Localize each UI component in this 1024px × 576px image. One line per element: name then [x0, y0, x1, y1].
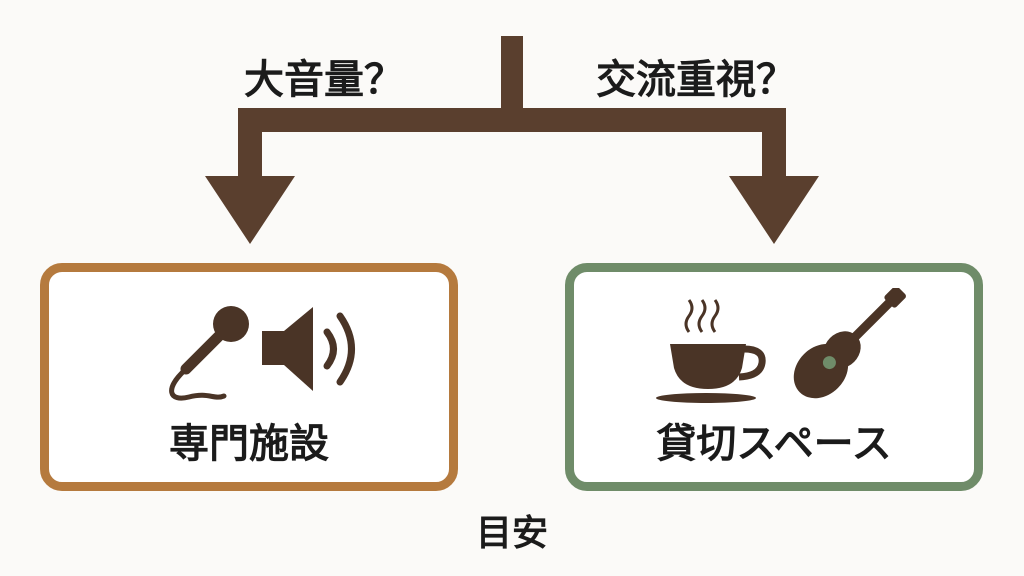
option-icons-right-svg: [656, 286, 906, 403]
option-icons-left: [49, 288, 449, 408]
question-loud-volume: 大音量？: [244, 57, 404, 103]
arrow-right-shaft: [762, 108, 786, 186]
arrow-right-head: [729, 176, 819, 244]
arrow-stem: [501, 36, 523, 118]
option-icons-right: [574, 286, 974, 408]
question-social-interaction: 交流重視？: [596, 57, 796, 103]
option-box-dedicated-facility: 専門施設: [40, 263, 458, 491]
arrow-crossbar: [238, 108, 786, 132]
guitar-icon: [793, 286, 906, 399]
arrow-left-shaft: [238, 108, 262, 186]
speaker-icon: [262, 307, 355, 391]
coffee-cup-icon: [656, 299, 766, 403]
arrow-left-head: [205, 176, 295, 244]
option-title-private-space: 貸切スペース: [656, 421, 892, 467]
option-box-private-space: 貸切スペース: [565, 263, 983, 491]
microphone-icon: [169, 306, 249, 401]
option-icons-left-svg: [169, 306, 355, 401]
option-title-dedicated-facility: 専門施設: [169, 421, 329, 467]
footer-guideline-label: 目安: [475, 513, 548, 554]
